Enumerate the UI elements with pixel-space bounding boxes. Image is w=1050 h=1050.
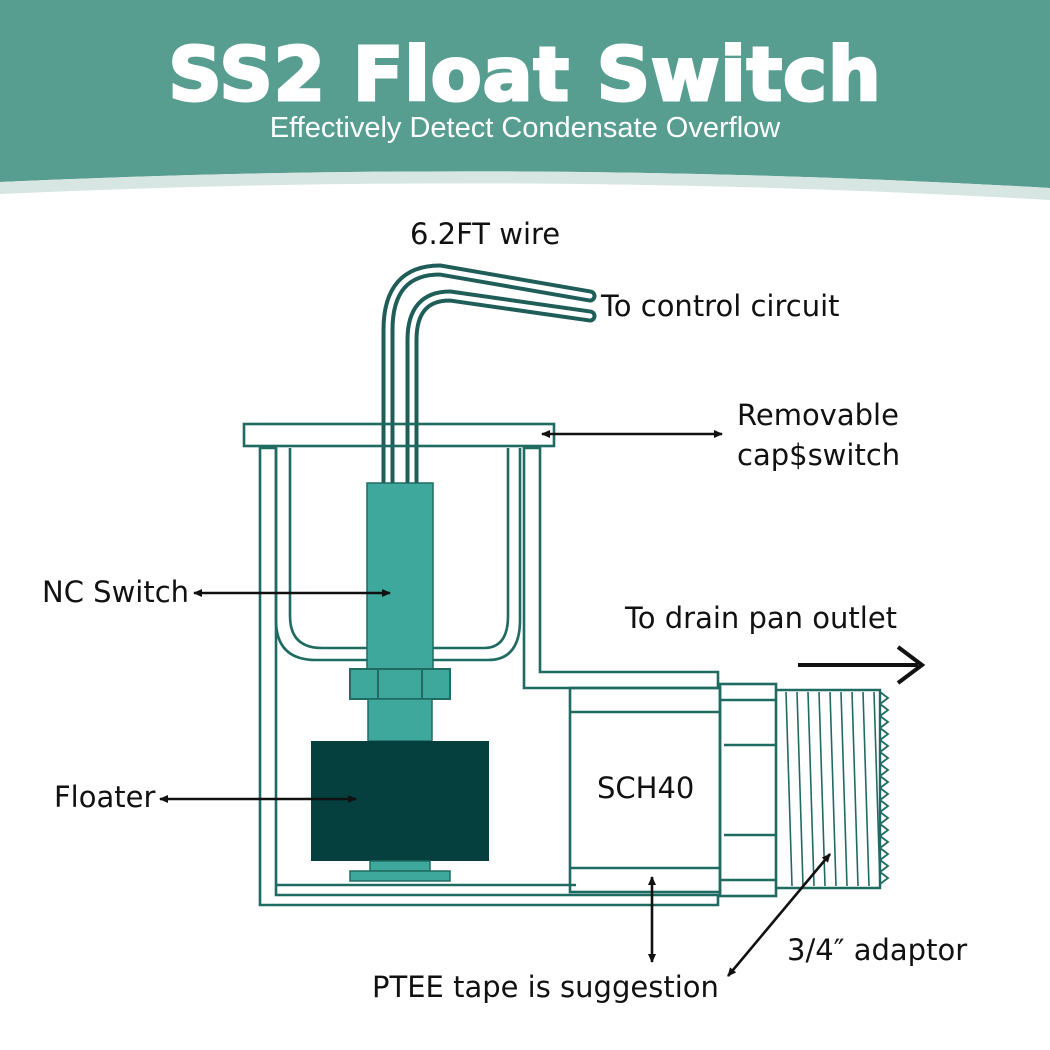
nc-switch-body <box>366 482 434 670</box>
callout-arrows <box>159 430 926 977</box>
wire-length-label: 6.2FT wire <box>410 217 560 251</box>
floater-stem <box>369 860 431 872</box>
drain-outlet-label: To drain pan outlet <box>624 601 897 635</box>
adaptor <box>718 682 778 898</box>
adaptor-threads <box>776 688 890 890</box>
floater <box>311 741 489 861</box>
hex-nut <box>349 668 451 700</box>
drain-outlet-arrow <box>798 645 926 685</box>
adaptor-label: 3/4″ adaptor <box>787 933 967 967</box>
switch-stem <box>367 698 433 742</box>
header-background <box>0 0 1050 188</box>
control-circuit-label: To control circuit <box>600 289 840 323</box>
ptee-tape-label: PTEE tape is suggestion <box>372 970 719 1004</box>
nc-switch-label: NC Switch <box>42 575 189 609</box>
sch40-label: SCH40 <box>597 771 694 805</box>
wire-bundle <box>381 263 597 492</box>
cap-label-line2: cap$switch <box>737 438 900 472</box>
thread-lines <box>785 691 881 887</box>
adaptor-arrow <box>727 853 831 977</box>
header-banner: SS2 Float Switch Effectively Detect Cond… <box>0 0 1050 200</box>
floater-label: Floater <box>54 780 155 814</box>
thread-edge <box>878 691 890 885</box>
page-subtitle: Effectively Detect Condensate Overflow <box>270 112 781 144</box>
removable-cap <box>242 422 556 448</box>
header-wave <box>0 171 1050 200</box>
floater-retainer <box>349 870 451 882</box>
page-title: SS2 Float Switch <box>168 32 881 118</box>
cap-label-line1: Removable <box>737 398 899 432</box>
